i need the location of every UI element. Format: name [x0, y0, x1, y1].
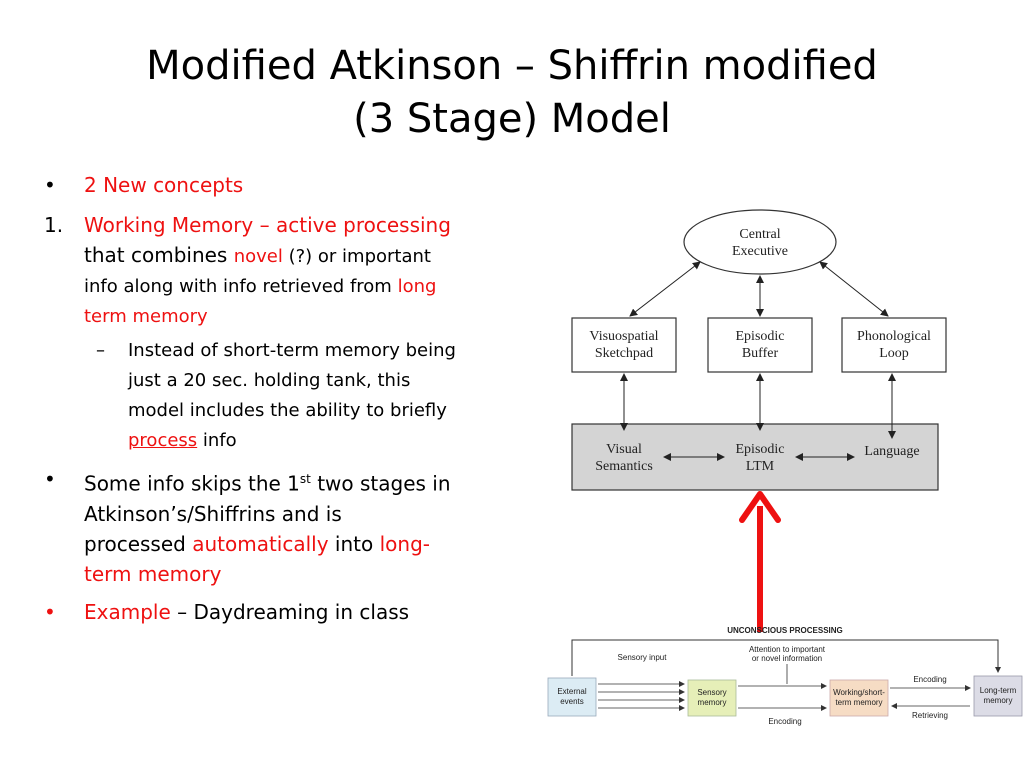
- working-label-1: Working/short-: [833, 688, 885, 697]
- list-item-continuation: Atkinson’s/Shiffrins and is: [44, 499, 574, 529]
- dash-marker: –: [96, 340, 105, 361]
- encoding-label-lower: Encoding: [768, 717, 801, 726]
- term-memory-text: term memory: [84, 306, 208, 327]
- retrieving-label: Retrieving: [912, 711, 948, 720]
- sub-list-item-continuation: just a 20 sec. holding tank, this: [44, 366, 574, 396]
- visual-semantics-label-1: Visual: [606, 442, 642, 457]
- list-item-continuation: term memory: [44, 559, 574, 589]
- executive-visuospatial-arrow: [629, 261, 701, 317]
- automatically-text: automatically: [192, 531, 329, 556]
- process-text: process: [128, 430, 198, 451]
- central-executive-label-2: Executive: [732, 244, 788, 259]
- list-item-continuation: processed automatically into long-: [44, 529, 574, 559]
- text-span: model includes the ability to briefly: [128, 400, 447, 421]
- working-memory-node: [829, 679, 889, 717]
- list-item-continuation: term memory: [44, 302, 574, 332]
- working-label-2: term memory: [835, 698, 882, 707]
- phonological-loop-node: [841, 317, 947, 373]
- superscript-text: st: [299, 472, 311, 486]
- processing-flow-diagram: UNCONSCIOUS PROCESSING Sensory input Att…: [547, 626, 1023, 726]
- novel-text: novel: [233, 246, 283, 267]
- term-memory-text: term memory: [84, 561, 222, 586]
- bullet-marker: •: [44, 599, 56, 624]
- external-label-1: External: [557, 687, 587, 696]
- red-up-arrow-icon: [739, 491, 781, 523]
- text-span: Instead of short-term memory being: [128, 340, 456, 361]
- long-term-memory-node: [973, 675, 1023, 717]
- text-span: that combines: [84, 243, 234, 267]
- executive-phonological-arrow: [819, 261, 889, 317]
- external-label-2: events: [560, 697, 584, 706]
- list-item: • Some info skips the 1st two stages in: [44, 464, 574, 499]
- attention-label-2: or novel information: [752, 654, 822, 663]
- visual-semantics-label-2: Semantics: [595, 459, 653, 474]
- example-label: Example: [84, 599, 171, 624]
- new-concepts-text: 2 New concepts: [84, 173, 244, 197]
- sub-list-item-continuation: model includes the ability to briefly: [44, 396, 574, 426]
- encoding-label-upper: Encoding: [913, 675, 946, 684]
- sensory-input-label: Sensory input: [618, 653, 668, 662]
- long-text: long-: [379, 531, 430, 556]
- list-item: 1. Working Memory – active processing: [44, 210, 574, 240]
- sub-list-item-continuation: process info: [44, 426, 574, 456]
- list-item-continuation: that combines novel (?) or important: [44, 240, 574, 272]
- text-span: info: [197, 430, 237, 451]
- slide-title: Modified Atkinson – Shiffrin modified (3…: [0, 40, 1024, 146]
- unconscious-path-line: [571, 639, 1001, 676]
- title-line-1: Modified Atkinson – Shiffrin modified: [146, 43, 878, 89]
- episodic-buffer-label-1: Episodic: [736, 329, 785, 344]
- text-span: just a 20 sec. holding tank, this: [128, 370, 411, 391]
- text-span: processed: [84, 531, 193, 556]
- list-item: • 2 New concepts: [44, 170, 574, 200]
- bullet-marker: •: [44, 467, 56, 491]
- sensory-label-2: memory: [698, 698, 727, 707]
- ltm-label-2: memory: [984, 696, 1013, 705]
- visuospatial-sketchpad-node: [571, 317, 677, 373]
- text-span: into: [328, 531, 380, 556]
- text-span: Atkinson’s/Shiffrins and is: [84, 501, 342, 526]
- central-executive-node: [683, 209, 837, 275]
- example-text: – Daydreaming in class: [170, 599, 410, 624]
- language-label: Language: [864, 444, 919, 459]
- phonological-label-1: Phonological: [857, 329, 931, 344]
- notes-list: • 2 New concepts 1. Working Memory – act…: [44, 170, 574, 627]
- episodic-buffer-label-2: Buffer: [742, 346, 779, 361]
- long-term-memory-band: [571, 423, 939, 491]
- episodic-ltm-label-2: LTM: [746, 459, 775, 474]
- episodic-buffer-node: [707, 317, 813, 373]
- bullet-marker: •: [44, 173, 56, 197]
- attention-label-1: Attention to important: [749, 645, 826, 654]
- visuospatial-label-1: Visuospatial: [589, 329, 658, 344]
- text-span: info along with info retrieved from: [84, 276, 398, 297]
- text-span: two stages in: [310, 471, 451, 496]
- title-line-2: (3 Stage) Model: [353, 96, 671, 142]
- sub-list-item: – Instead of short-term memory being: [44, 336, 574, 366]
- list-item: • Example – Daydreaming in class: [44, 597, 574, 627]
- ltm-label-1: Long-term: [980, 686, 1017, 695]
- external-events-node: [547, 677, 597, 717]
- central-executive-label-1: Central: [739, 227, 780, 242]
- sensory-label-1: Sensory: [697, 688, 726, 697]
- working-memory-heading: Working Memory – active processing: [84, 213, 451, 237]
- sensory-memory-node: [687, 679, 737, 717]
- list-item-continuation: info along with info retrieved from long: [44, 272, 574, 302]
- text-span: Some info skips the 1: [84, 471, 300, 496]
- episodic-ltm-label-1: Episodic: [736, 442, 785, 457]
- text-span: (?) or important: [282, 246, 431, 267]
- visuospatial-label-2: Sketchpad: [595, 346, 653, 361]
- phonological-label-2: Loop: [879, 346, 909, 361]
- number-marker: 1.: [44, 213, 64, 237]
- long-text: long: [397, 276, 437, 297]
- unconscious-processing-label: UNCONSCIOUS PROCESSING: [727, 626, 843, 635]
